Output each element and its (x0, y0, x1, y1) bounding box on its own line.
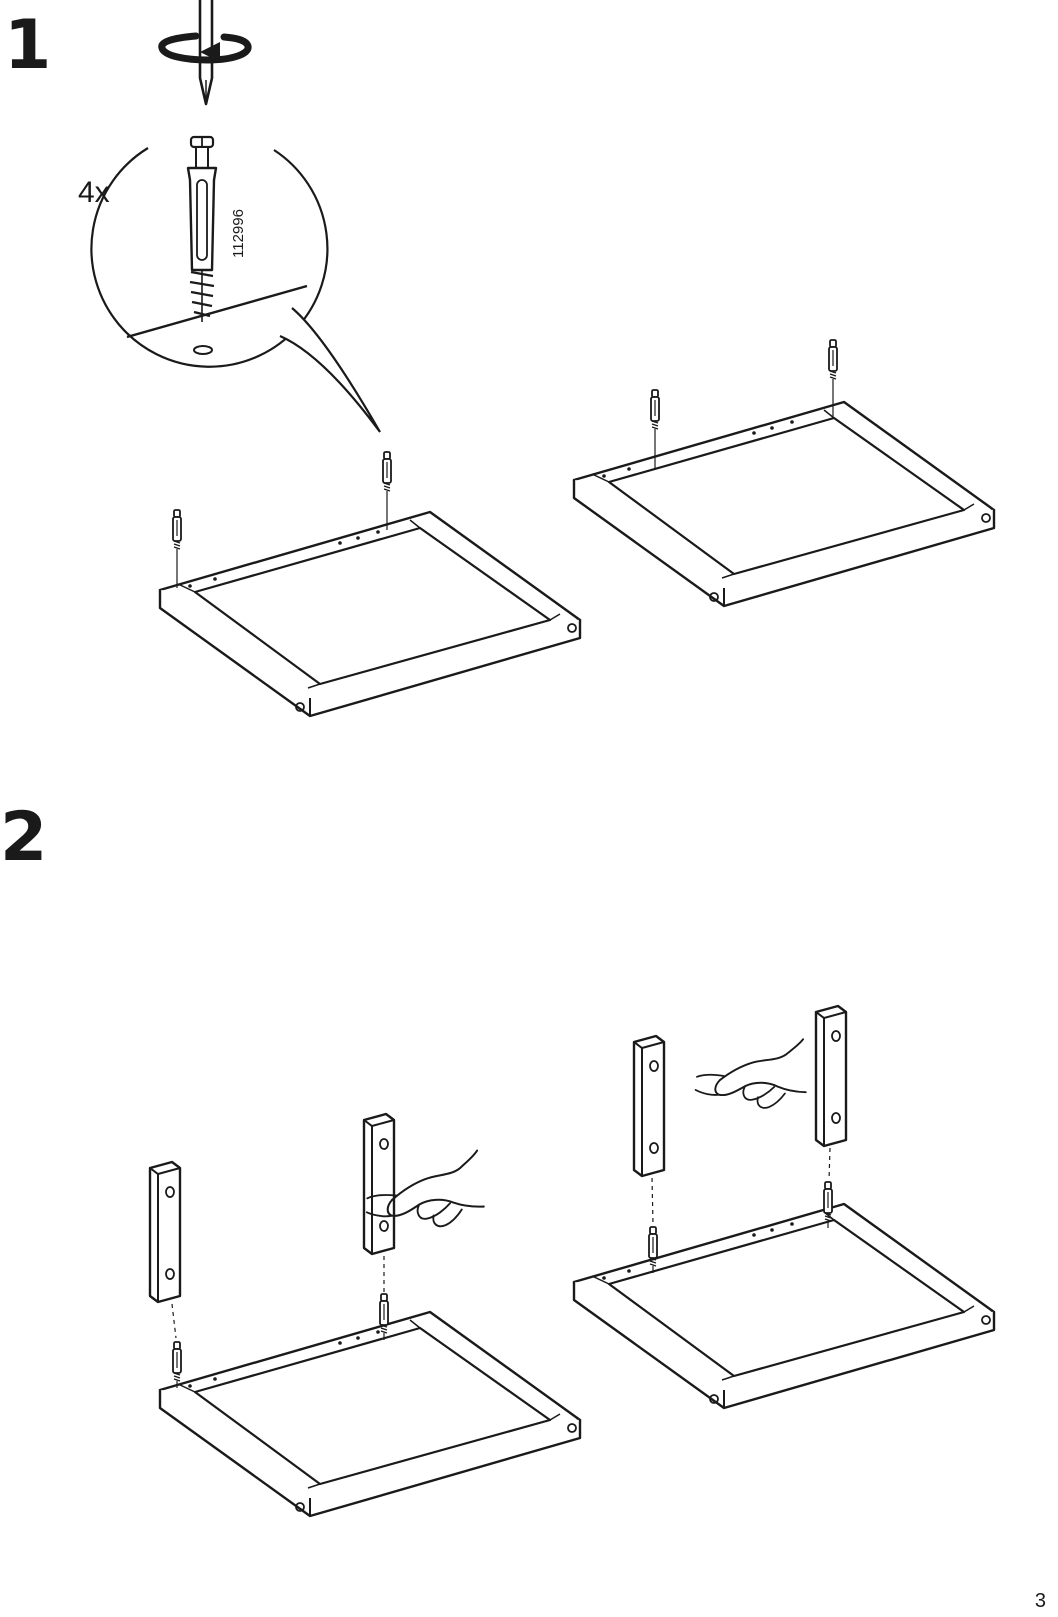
cam-bolt-5 (173, 1342, 181, 1388)
leg-block-icon (816, 1006, 846, 1146)
frame-1a (160, 512, 580, 716)
cam-bolt-1 (173, 510, 181, 556)
leg-block-icon (634, 1036, 664, 1176)
frame-2b (574, 1204, 994, 1408)
frame-2a (160, 1312, 580, 1516)
pointing-hand-icon (691, 1039, 812, 1117)
quantity-label: 4x (78, 176, 110, 209)
frame-1b (574, 402, 994, 606)
cam-bolt-2 (383, 452, 391, 498)
cam-bolt-3 (651, 390, 659, 436)
leg-block-icon (150, 1162, 180, 1302)
cam-bolt-icon (188, 137, 216, 322)
cam-bolt-4 (829, 340, 837, 386)
part-number-label: 112996 (230, 209, 247, 258)
leg-block-icon (364, 1114, 394, 1254)
